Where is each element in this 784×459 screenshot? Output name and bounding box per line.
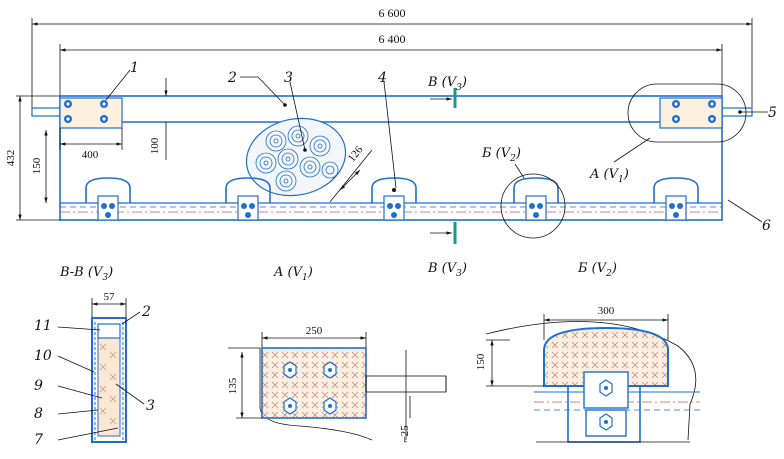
detail-a-width-label: 250 bbox=[306, 325, 323, 337]
filter-element-cluster bbox=[245, 117, 347, 197]
detail-b-circle bbox=[500, 173, 566, 239]
overall-length-label: 6 600 bbox=[379, 6, 406, 20]
callout-7: 7 bbox=[34, 432, 43, 448]
main-view: 6 600 6 400 bbox=[5, 6, 777, 279]
height-lower-label: 150 bbox=[31, 157, 43, 174]
left-end-block bbox=[59, 97, 123, 129]
title-section-bb: B-B (V3) bbox=[59, 265, 113, 283]
clamp-3 bbox=[371, 177, 417, 221]
height-total-label: 432 bbox=[5, 150, 17, 167]
end-block-width-label: 400 bbox=[82, 149, 99, 161]
detail-a-marker: A (V1) bbox=[589, 167, 629, 185]
clamp-1 bbox=[85, 177, 131, 221]
clamp-2 bbox=[225, 177, 271, 221]
inner-length-label: 6 400 bbox=[379, 32, 406, 46]
detail-a-view: 250 135 ⌐25 bbox=[227, 325, 447, 443]
detail-b-width-label: 300 bbox=[598, 305, 615, 317]
cut-bottom-label: B (V3) bbox=[427, 261, 467, 279]
title-detail-a: A (V1) bbox=[273, 265, 313, 283]
right-end-block bbox=[659, 97, 723, 129]
callout-5: 5 bbox=[768, 105, 777, 121]
clamp-4 bbox=[513, 177, 559, 221]
rod-diameter-label: ⌐25 bbox=[399, 425, 411, 443]
detail-a-height-label: 135 bbox=[227, 377, 239, 394]
section-width-label: 57 bbox=[104, 291, 116, 303]
callout-2: 2 bbox=[227, 70, 237, 86]
callout-10: 10 bbox=[34, 348, 52, 364]
callout-4: 4 bbox=[377, 70, 387, 86]
title-detail-b: Б (V2) bbox=[577, 261, 617, 279]
detail-b-marker: Б (V2) bbox=[481, 146, 521, 164]
callout-8: 8 bbox=[34, 406, 43, 422]
callout-1: 1 bbox=[130, 60, 139, 76]
callout-11: 11 bbox=[34, 318, 52, 334]
callout-6: 6 bbox=[762, 218, 771, 234]
detail-a-circle bbox=[627, 83, 747, 143]
callout-3: 3 bbox=[284, 70, 293, 86]
callout-section-3: 3 bbox=[146, 398, 155, 414]
left-rod bbox=[31, 107, 61, 117]
clamp-5 bbox=[653, 177, 699, 221]
section-bb-view: 57 bbox=[91, 291, 127, 443]
cut-top-label: B (V3) bbox=[427, 75, 467, 93]
callout-9: 9 bbox=[34, 378, 43, 394]
detail-b-height-label: 150 bbox=[475, 353, 487, 370]
top-beam-height-label: 100 bbox=[149, 137, 161, 154]
detail-b-view: 300 150 bbox=[475, 305, 700, 443]
callout-section-2: 2 bbox=[141, 304, 151, 320]
